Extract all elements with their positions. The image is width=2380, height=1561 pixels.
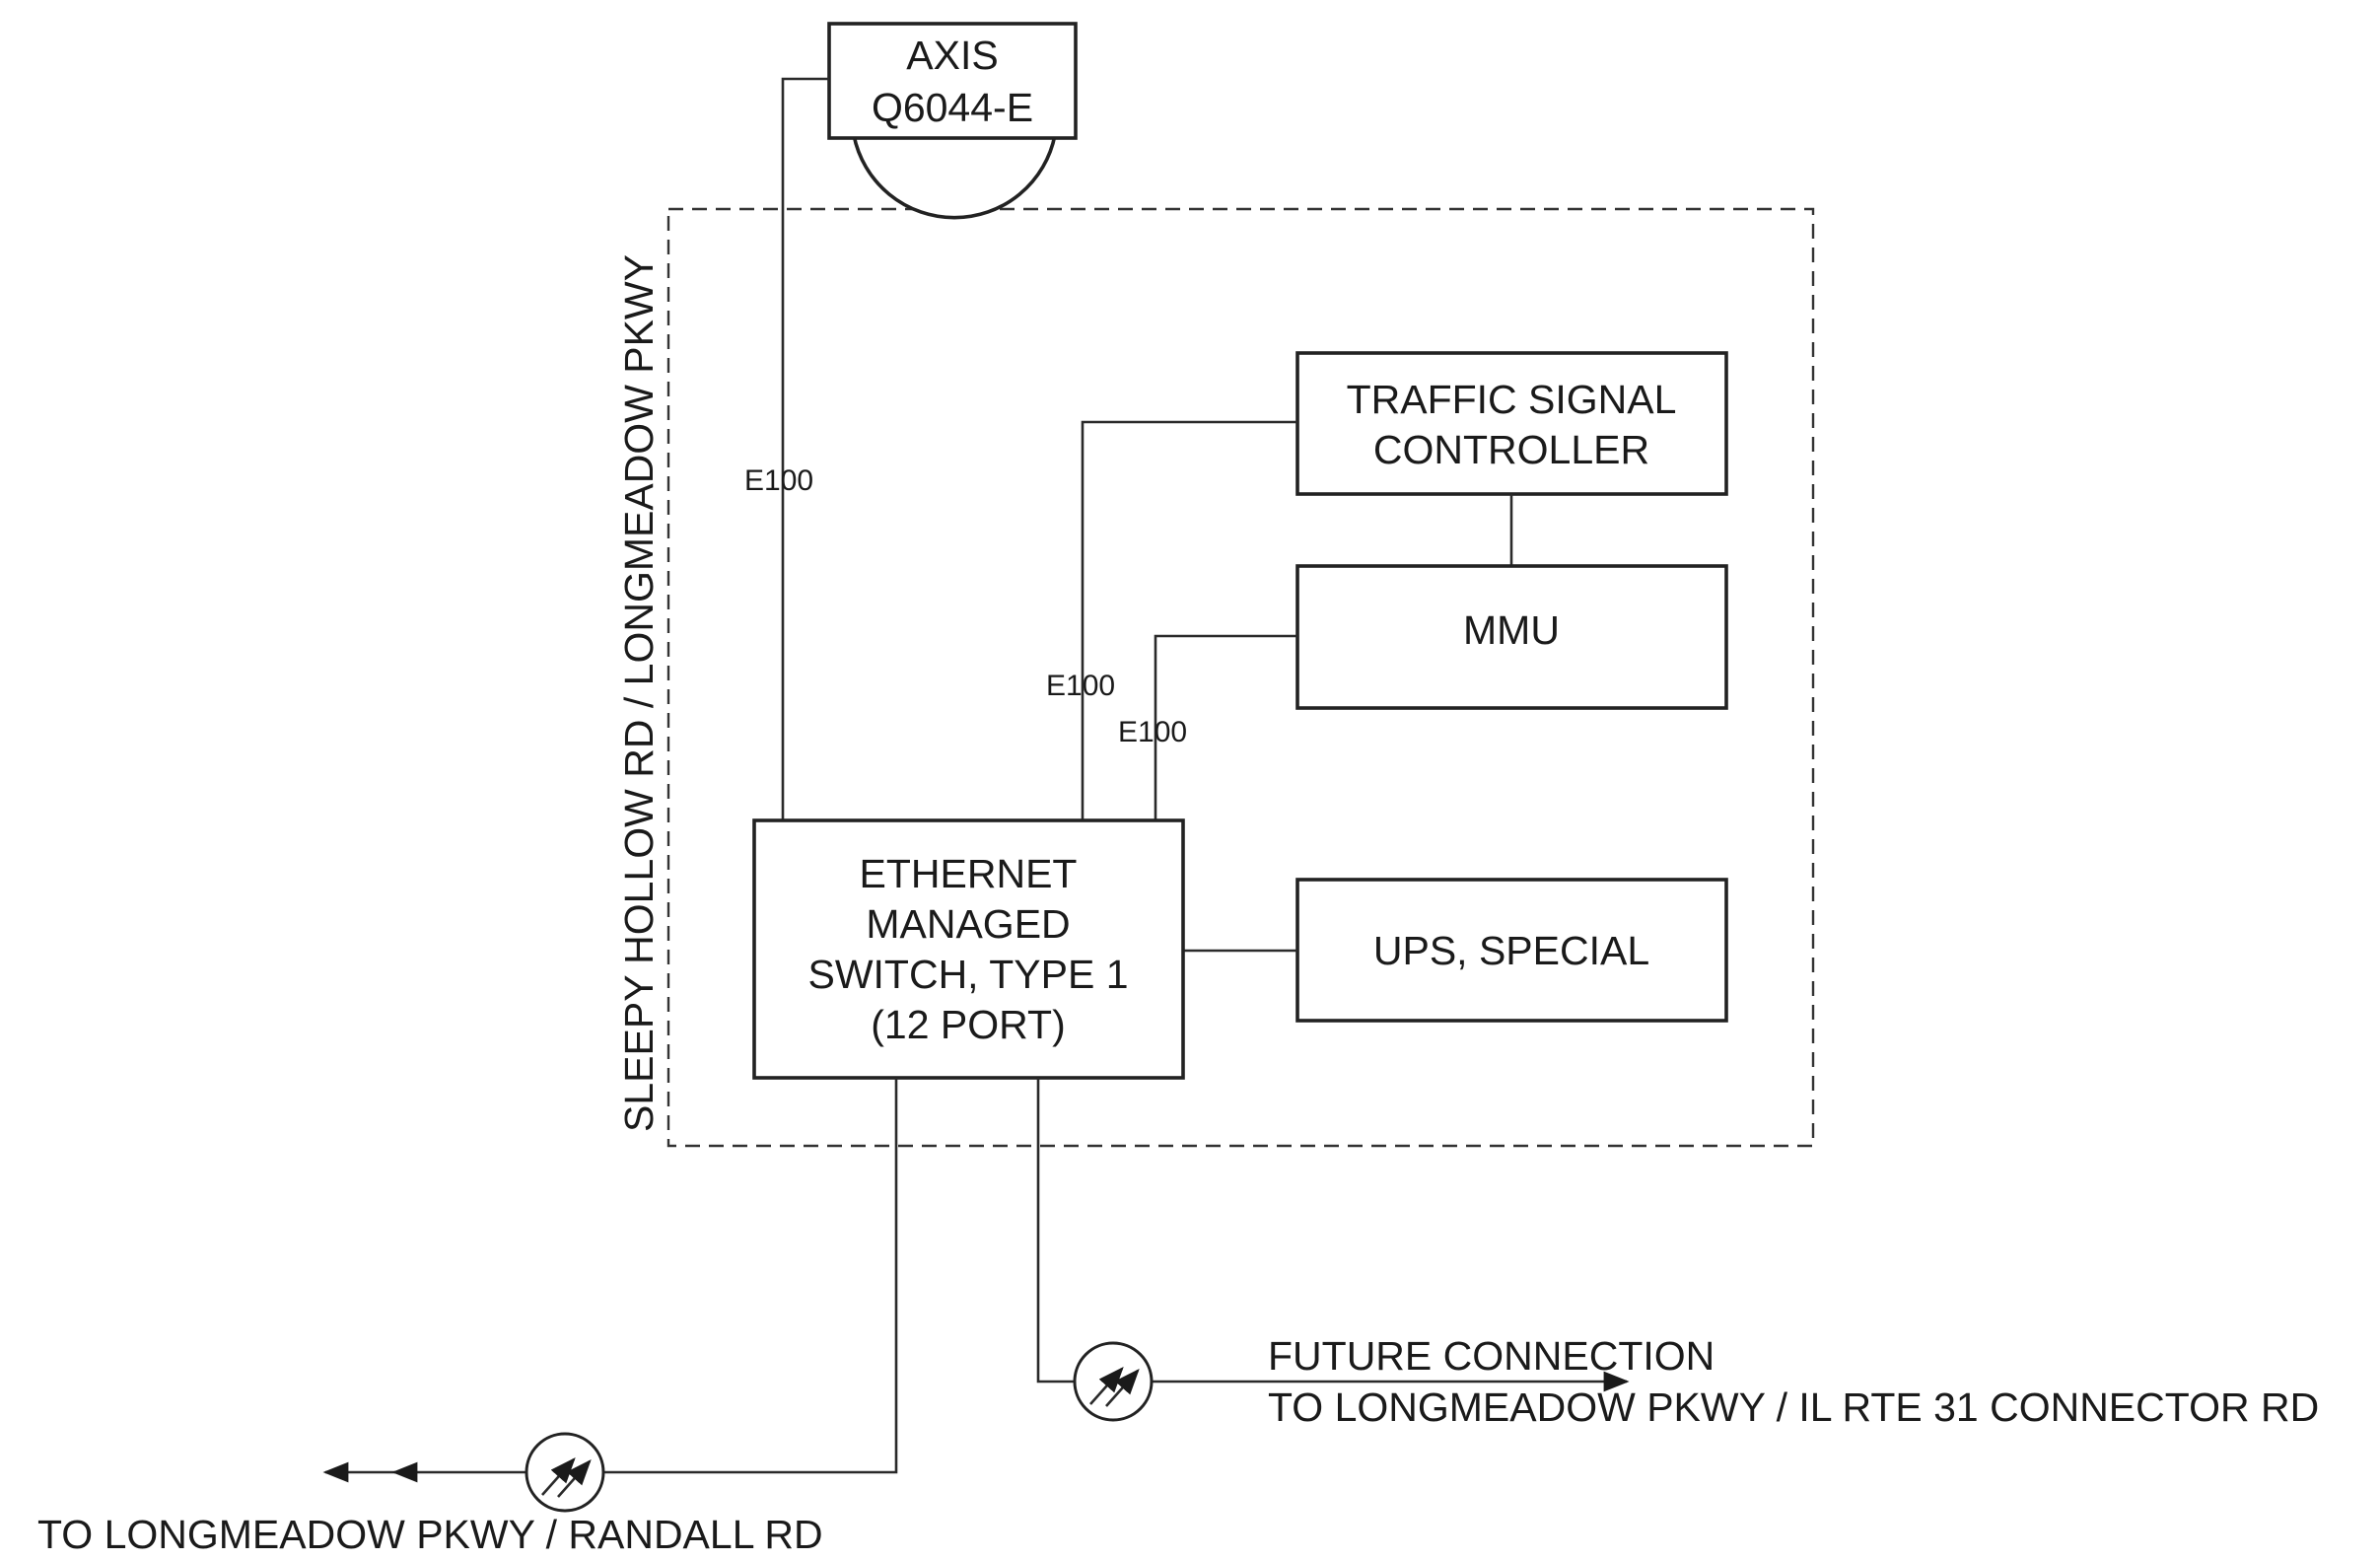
ups-special: UPS, SPECIAL <box>1295 878 1728 1023</box>
camera-dome-icon <box>852 134 1057 220</box>
east-connection-label-line1: FUTURE CONNECTION <box>1268 1333 1715 1379</box>
tsc-label-line2: CONTROLLER <box>1373 427 1649 472</box>
switch-label-line1: ETHERNET <box>860 851 1078 896</box>
mmu: MMU <box>1295 564 1728 710</box>
fiber-transceiver-icon <box>1073 1341 1154 1422</box>
tsc-label-line1: TRAFFIC SIGNAL <box>1347 377 1677 422</box>
mmu-link <box>1154 634 1297 820</box>
west-fiber-link <box>603 1078 898 1474</box>
ups-label: UPS, SPECIAL <box>1373 928 1649 973</box>
switch-label-line2: MANAGED <box>866 901 1070 947</box>
mmu-link-label: E100 <box>1118 716 1187 748</box>
mmu-label: MMU <box>1463 607 1560 653</box>
east-fiber-link <box>1036 1078 1075 1384</box>
tsc-link-label: E100 <box>1046 670 1115 702</box>
camera-model-line2: Q6044-E <box>872 85 1033 130</box>
tsc-link <box>1081 420 1297 820</box>
camera-link-label: E100 <box>744 464 813 497</box>
camera-box <box>827 22 1078 140</box>
camera-model-line1: AXIS <box>906 33 998 78</box>
axis-camera: AXIS Q6044-E <box>827 22 1078 220</box>
west-connection-label: TO LONGMEADOW PKWY / RANDALL RD <box>37 1512 823 1557</box>
east-connection-label-line2: TO LONGMEADOW PKWY / IL RTE 31 CONNECTOR… <box>1268 1384 2319 1430</box>
traffic-signal-controller: TRAFFIC SIGNAL CONTROLLER <box>1295 351 1728 496</box>
ethernet-switch: ETHERNET MANAGED SWITCH, TYPE 1 (12 PORT… <box>752 818 1185 1080</box>
location-label: SLEEPY HOLLOW RD / LONGMEADOW PKWY <box>616 254 662 1132</box>
switch-label-line3: SWITCH, TYPE 1 <box>807 952 1128 997</box>
camera-link <box>781 77 829 820</box>
cabinet-boundary <box>666 207 1815 1148</box>
switch-label-line4: (12 PORT) <box>871 1002 1065 1047</box>
fiber-transceiver-icon <box>525 1432 605 1513</box>
